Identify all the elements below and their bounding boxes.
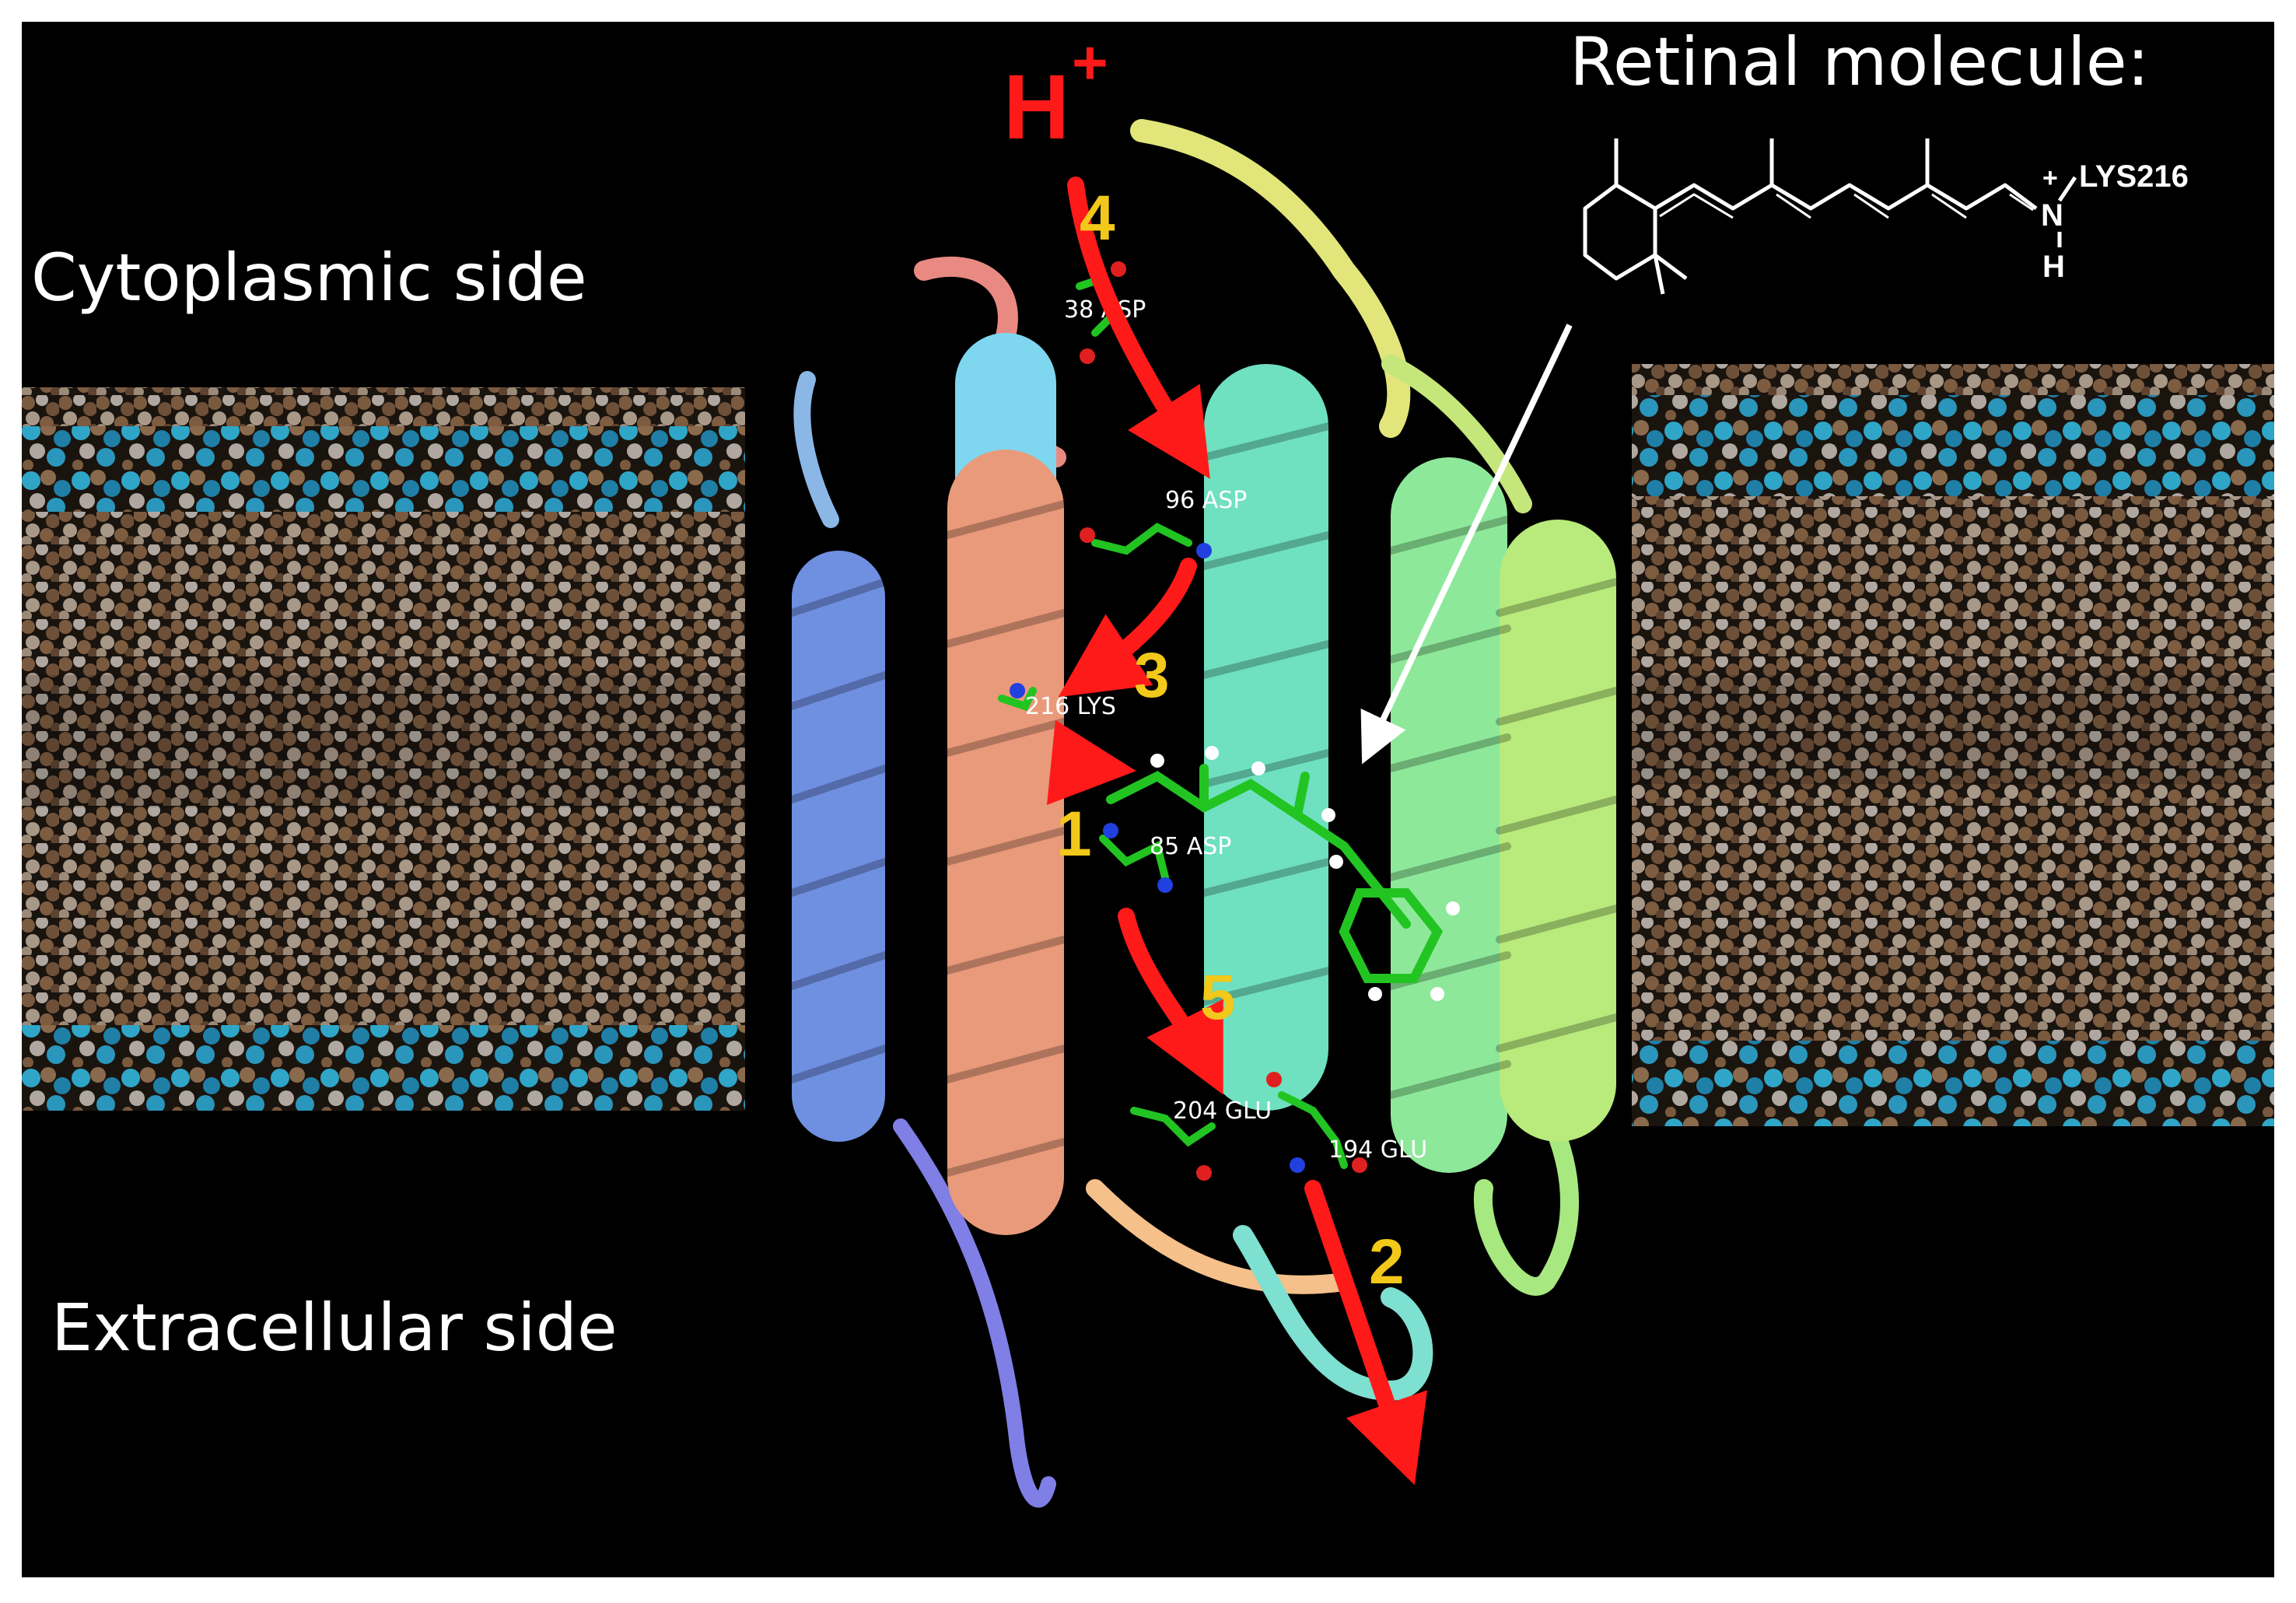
step-number-5: 5 — [1200, 962, 1236, 1033]
retinal-lys-label: LYS216 — [2079, 159, 2189, 194]
step-number-2: 2 — [1369, 1227, 1405, 1297]
lys216-sticks — [998, 687, 1037, 712]
asp85-sticks — [1099, 835, 1169, 881]
helix-salmon — [947, 450, 1064, 1235]
residue-labels: 38 ASP 96 ASP 216 LYS 85 ASP 204 GLU 194… — [1025, 296, 1427, 1164]
retinal-atom-labels: N + H LYS216 — [2041, 159, 2189, 284]
residue-label-glu194: 194 GLU — [1328, 1136, 1427, 1164]
retinal-structure — [1583, 138, 2077, 295]
left-core — [22, 675, 745, 807]
left-lower-headgroups — [22, 1025, 745, 1111]
loop-green — [1473, 1101, 1579, 1296]
residue-label-asp85: 85 ASP — [1150, 833, 1231, 860]
proton-label: H + — [1003, 28, 1108, 159]
asp96-sticks — [1091, 523, 1192, 555]
figure-panel: 38 ASP 96 ASP 216 LYS 85 ASP 204 GLU 194… — [22, 22, 2274, 1577]
right-lipid-bilayer — [1632, 364, 2274, 1126]
arrow-step-3[interactable] — [1058, 558, 1197, 698]
arrow-step-1[interactable] — [1046, 719, 1136, 806]
right-lower-leaflet — [1632, 784, 2274, 1064]
retinal-chain — [1654, 183, 2038, 211]
arrow-step-5[interactable] — [1118, 908, 1223, 1095]
retinal-hydrogen: H — [2042, 250, 2065, 284]
residue-sticks — [998, 261, 1367, 1181]
glu204-sticks — [1130, 1107, 1216, 1147]
retinal-nitrogen: N — [2041, 198, 2063, 233]
arrow-step-2[interactable] — [1304, 1180, 1428, 1486]
left-lipid-bilayer — [22, 387, 745, 1111]
step-number-4: 4 — [1080, 183, 1115, 254]
step-number-3: 3 — [1134, 640, 1170, 711]
proton-charge: + — [1072, 28, 1108, 97]
retinal-pointer-arrow — [1360, 324, 1573, 765]
residue-label-lys216: 216 LYS — [1025, 693, 1116, 720]
helix-seafoam — [1204, 364, 1328, 1111]
retinal-plus: + — [2042, 163, 2058, 193]
retinal-chromophore — [1106, 746, 1460, 1001]
left-upper-headgroups — [22, 426, 745, 512]
protein-ribbon — [788, 119, 1620, 1508]
step-number-1: 1 — [1056, 799, 1092, 870]
step-numbers: 4 3 1 5 2 — [1056, 183, 1405, 1297]
loop-lime — [1381, 355, 1532, 513]
helix-lime — [1500, 520, 1616, 1142]
helix-shading — [788, 422, 1620, 1177]
retinal-molecule-title: Retinal molecule: — [1570, 23, 2150, 101]
right-upper-headgroups — [1632, 395, 2274, 496]
loop-periwinkle — [893, 1118, 1056, 1508]
residue-label-asp96: 96 ASP — [1165, 487, 1247, 514]
diagram-canvas: 38 ASP 96 ASP 216 LYS 85 ASP 204 GLU 194… — [22, 28, 2274, 1508]
arrow-step-4[interactable] — [1067, 177, 1210, 479]
proton-pathway — [1046, 177, 1428, 1486]
right-core — [1632, 675, 2274, 784]
helix-blue — [792, 551, 885, 1142]
extracellular-side-label: Extracellular side — [51, 1290, 618, 1366]
glu194-sticks — [1278, 1091, 1348, 1169]
right-lower-headgroups — [1632, 1041, 2274, 1126]
proton-symbol: H — [1003, 56, 1069, 159]
loop-peach — [1086, 1179, 1353, 1294]
loop-blue — [793, 371, 839, 528]
residue-label-glu204: 204 GLU — [1173, 1097, 1272, 1125]
cytoplasmic-side-label: Cytoplasmic side — [31, 240, 587, 316]
retinal-ring — [1583, 183, 1657, 281]
